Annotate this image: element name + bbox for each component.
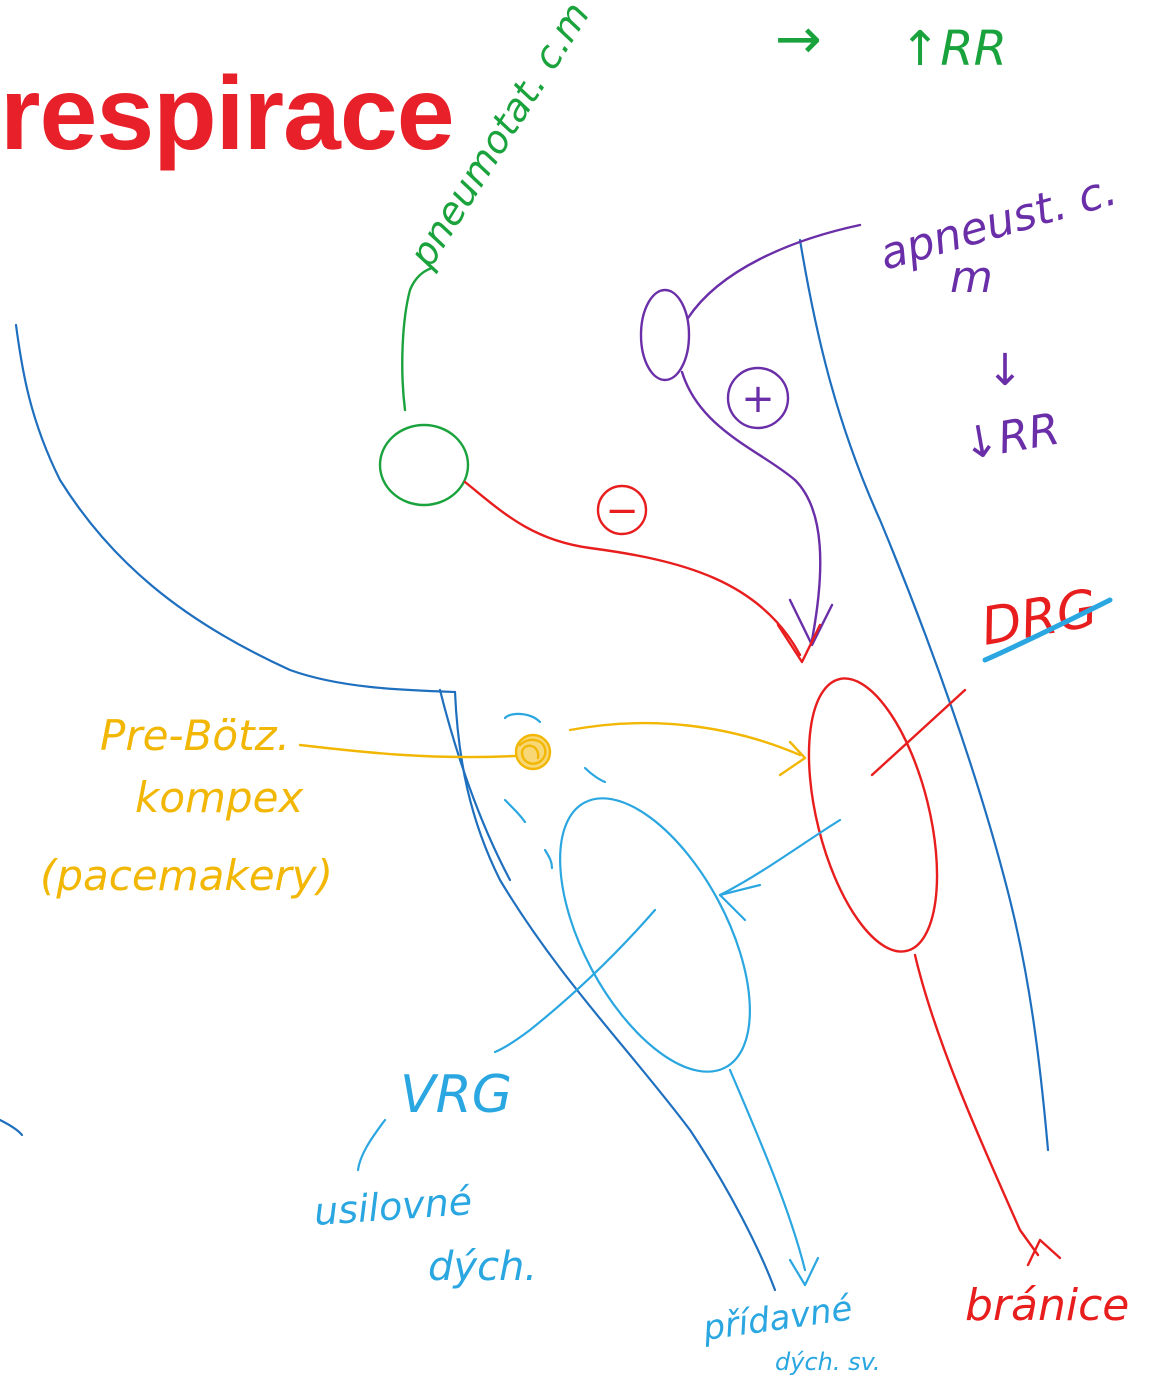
apneustic-nucleus <box>641 290 689 380</box>
diaphragm-arrowhead <box>1028 1240 1060 1265</box>
pre-botzinger-label-line3: (pacemakery) <box>40 851 333 900</box>
pre-botzinger-label-line2: kompex <box>135 773 304 822</box>
accessory-muscles-label-line2: dých. sv. <box>775 1348 880 1376</box>
vrg-label: VRG <box>400 1065 512 1125</box>
pneumotaxic-effect-label: ↑RR <box>900 21 1007 77</box>
vrg-fiber-1 <box>505 714 540 722</box>
apneustic-arrow: ↓ <box>987 345 1024 396</box>
apneustic-center-label-line1: apneust. c. <box>874 164 1123 280</box>
accessory-muscles-label-line1: přídavné <box>700 1288 855 1349</box>
pneumotaxic-nucleus <box>380 425 468 505</box>
pons-outer-curve <box>16 325 455 692</box>
vrg-nucleus <box>521 769 789 1101</box>
diaphragm-label: bránice <box>965 1280 1129 1331</box>
medulla-left-edge <box>455 692 775 1290</box>
pneumotaxic-center <box>380 268 468 505</box>
pre-botzinger-group <box>300 723 805 775</box>
excitatory-sign: + <box>741 376 775 422</box>
vrg-fiber-3 <box>585 768 605 782</box>
apneustic-effect-label: ↓RR <box>958 404 1063 471</box>
inhibitory-sign: − <box>605 488 639 534</box>
apneustic-arrowhead <box>790 600 832 645</box>
apneustic-center-label-line2: m <box>950 252 993 303</box>
drg-nucleus <box>785 666 961 965</box>
vrg-to-accessory-nerve <box>730 1070 805 1270</box>
pneumotaxic-arrow: → <box>775 7 822 72</box>
drg-to-vrg-arrow <box>720 820 840 895</box>
forced-breathing-label-line1: usilovné <box>313 1179 474 1234</box>
drg-to-diaphragm-nerve <box>915 955 1038 1255</box>
drg-label: DRG <box>977 578 1102 657</box>
drg-leader <box>872 690 965 775</box>
vrg-fiber-4 <box>545 850 552 868</box>
pre-botzinger-leader <box>300 745 515 757</box>
medulla-inner-edge <box>440 690 510 880</box>
forced-breathing-label-line2: dých. <box>428 1244 537 1290</box>
apneustic-leader <box>688 225 860 318</box>
pre-botzinger-arrowhead <box>780 742 805 775</box>
forced-breathing-leader <box>358 1120 385 1170</box>
pneumotaxic-leader <box>402 268 432 410</box>
pneumotaxic-center-label: pneumotat. c.m <box>400 0 599 276</box>
outline-fragment <box>0 1120 22 1135</box>
apneustic-center <box>641 225 860 645</box>
pre-botzinger-to-drg-arrow <box>570 723 800 755</box>
pre-botzinger-label-line1: Pre-Bötz. <box>100 711 290 760</box>
vrg-fiber-2 <box>505 800 525 822</box>
